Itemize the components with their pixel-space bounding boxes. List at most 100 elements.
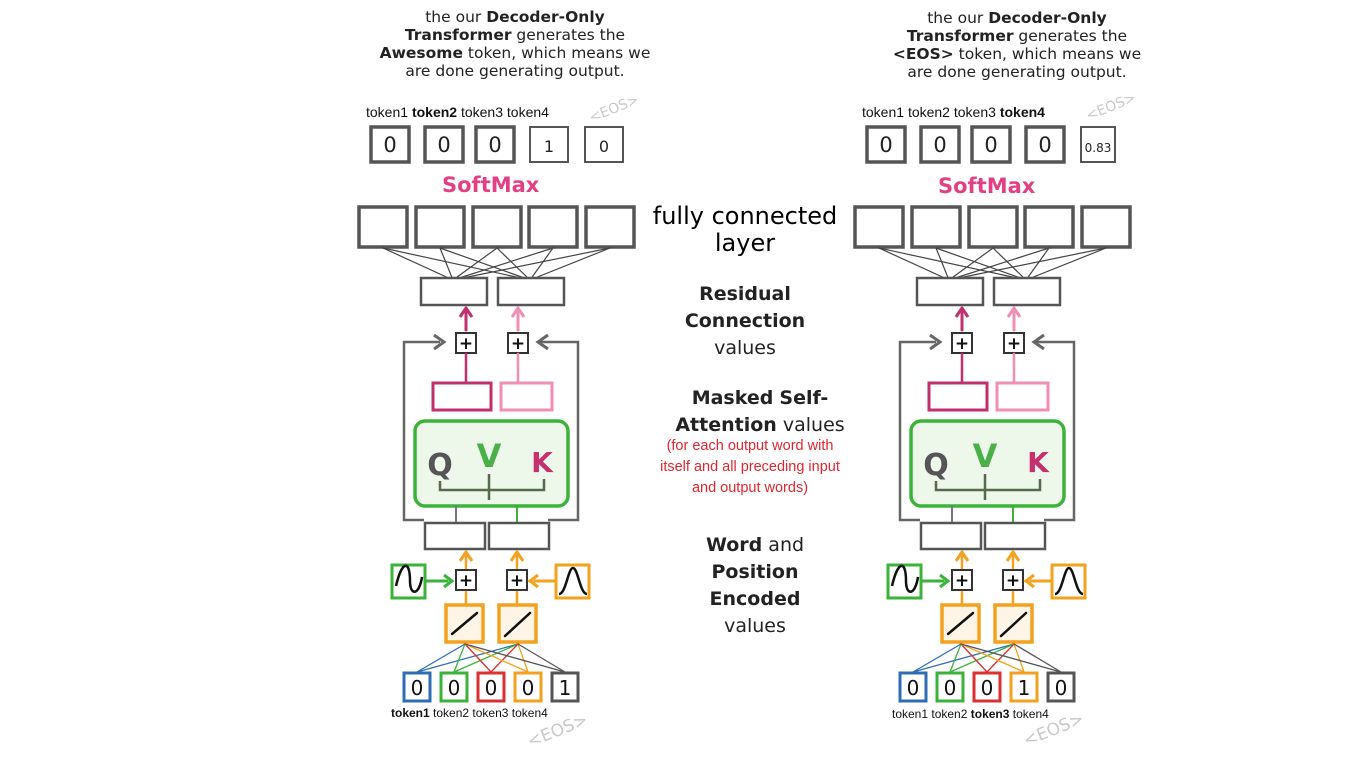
right-input-token-labels: token1 token2 token3 token4 [892,707,1049,721]
softmax-value: 0 [933,133,946,157]
softmax-output-box [423,125,465,164]
input-value: 0 [944,676,957,700]
softmax-value: 0 [879,133,892,157]
input-connection-line [912,643,1015,673]
softmax-value: 0 [599,137,609,156]
left-output-token-labels: token1 token2 token3 token4 [366,104,549,120]
input-value-box [476,671,506,703]
input-connection-line [517,643,529,673]
fc-connection-line [948,247,994,281]
sine-wave-icon [394,564,424,593]
residual-skip-arrow [535,333,549,351]
residual-plus-sign: + [459,334,473,354]
input-connection-line [416,643,519,673]
fc-connection-line [529,247,611,281]
fc-connection-line [452,247,611,281]
input-connection-line [453,643,466,673]
input-connection-line [912,643,962,673]
softmax-value: 0 [488,133,501,157]
input-value: 0 [448,676,461,700]
fc-connection-line [1025,247,1107,281]
input-value-box [439,671,469,703]
residual-plus-sign: + [955,334,969,354]
input-value-box [402,671,432,703]
left-softmax-label: SoftMax [442,173,540,197]
attention-output-box [431,381,493,412]
input-connection-line [960,643,1062,673]
fc-connection-line [935,247,1027,281]
residual-skip-line [402,340,440,522]
input-value: 1 [1018,676,1031,700]
input-value-box [513,671,543,703]
input-value-box [898,671,928,703]
residual-arrow-head [510,306,526,318]
input-value: 0 [1055,676,1068,700]
input-value-box [1046,671,1076,703]
right-caption: the our Decoder-Only Transformer generat… [892,9,1142,81]
input-connection-line [453,643,519,673]
fc-neuron-box [527,205,579,249]
input-value: 0 [907,676,920,700]
input-connection-line [464,643,492,673]
fc-connection-line [529,247,554,281]
softmax-output-box [970,125,1012,164]
cosine-arrow-head [527,573,539,589]
input-connection-line [960,643,988,673]
fc-neuron-box [967,205,1019,249]
fc-connection-line [1025,247,1050,281]
query-letter: Q [427,448,453,483]
linear-activation-line [450,611,479,636]
residual-skip-line [1036,340,1076,522]
key-letter: K [531,446,554,479]
residual-plus-sign: + [511,334,525,354]
softmax-output-box [474,125,516,164]
fc-connection-line [439,247,531,281]
residual-skip-arrow [433,333,447,351]
right-output-token-labels: token1 token2 token3 token4 [862,104,1045,120]
position-plus-sign: + [510,571,524,591]
attention-output-box [927,381,989,412]
fc-connection-line [382,247,454,281]
position-arrow-head [1005,550,1021,562]
residual-plus-sign: + [1007,334,1021,354]
input-value: 0 [411,676,424,700]
attention-bracket [438,474,546,500]
fc-neuron-box [1080,205,1132,249]
key-letter: K [1027,446,1050,479]
attention-output-box [499,381,554,412]
sine-wave-icon [890,564,920,593]
bell-wave-icon [558,566,588,596]
value-letter: V [973,437,998,475]
softmax-value: 0 [383,133,396,157]
bell-wave-icon [1054,566,1084,596]
softmax-output-box [865,125,907,164]
input-value-box [935,671,965,703]
input-value-box [972,671,1002,703]
left-input-token-labels: token1 token2 token3 token4 [391,706,548,720]
residual-output-box [992,276,1062,307]
softmax-output-box [529,126,569,163]
residual-skip-arrow [1031,333,1045,351]
fc-connection-line [935,247,950,281]
input-connection-line [464,643,566,673]
input-connection-line [960,643,1025,673]
input-value: 1 [559,676,572,700]
input-connection-line [1013,643,1025,673]
softmax-output-box [584,126,624,163]
input-value: 0 [981,676,994,700]
residual-output-box [915,276,985,307]
encoded-value-box [919,521,983,551]
value-letter: V [477,437,502,475]
position-plus-box [1002,569,1024,591]
position-plus-sign: + [1006,571,1020,591]
input-connection-line [517,643,566,673]
input-value: 0 [522,676,535,700]
attention-note: (for each output word with itself and al… [660,438,840,496]
query-letter: Q [923,448,949,483]
word-position-encoded-label: Word and Position Encoded values [705,534,805,637]
position-plus-sign: + [459,571,473,591]
fc-neuron-box [1023,205,1075,249]
input-connection-line [949,643,962,673]
fc-connection-line [948,247,1050,281]
